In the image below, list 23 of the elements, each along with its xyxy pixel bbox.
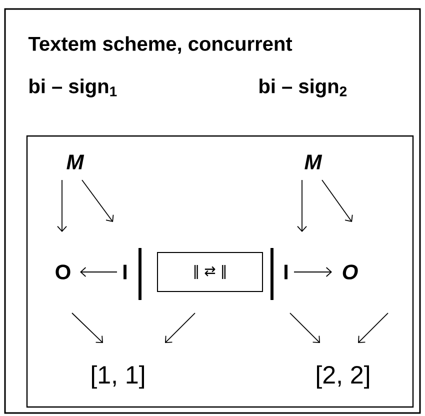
- arrow: [290, 312, 320, 343]
- symbol-label: O: [56, 264, 70, 280]
- bracket-pair: [2, 2]: [317, 365, 369, 389]
- symbol-label: M: [66, 154, 84, 170]
- arrow: [294, 267, 332, 277]
- arrow: [297, 180, 307, 232]
- arrow: [358, 312, 388, 343]
- arrow: [57, 180, 67, 232]
- symbol-label: I: [284, 264, 288, 280]
- arrow: [322, 180, 353, 222]
- arrow: [82, 180, 114, 222]
- arrow: [72, 312, 103, 343]
- bracket-pair: [1, 1]: [92, 365, 144, 389]
- inner-frame: [26, 135, 414, 408]
- sign-label: bi – sign$_{1}$: [30, 78, 117, 98]
- sign-label: bi – sign$_{2}$: [260, 78, 347, 98]
- symbol-label: M: [304, 154, 322, 170]
- arrow: [165, 312, 196, 343]
- arrow: [80, 267, 118, 277]
- relation-box: ‖ ⇄ ‖: [157, 252, 263, 292]
- symbol-label: I: [124, 264, 126, 280]
- title: Textem scheme, concurrent: [28, 36, 292, 54]
- symbol-label: O: [342, 264, 358, 280]
